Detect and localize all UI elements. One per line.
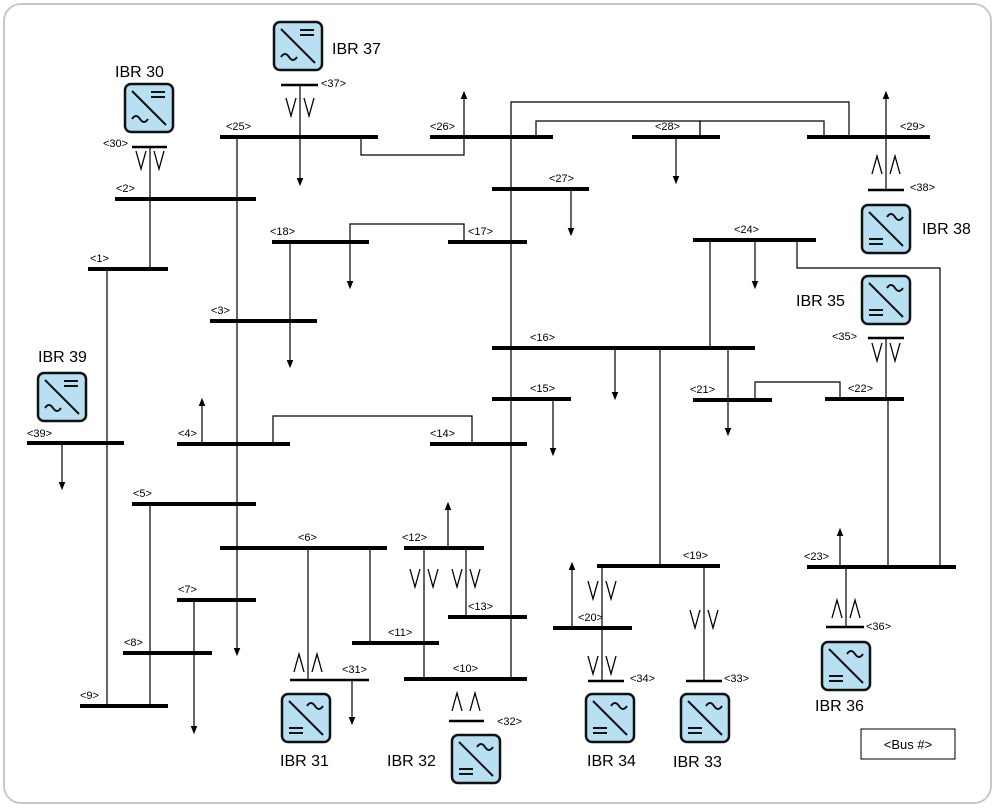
bus-label-34: <34> (630, 673, 655, 685)
transformer-icon (451, 692, 481, 712)
bus-label-16: <16> (530, 332, 555, 344)
bus-label-37: <37> (321, 78, 346, 90)
bus-label-15: <15> (530, 383, 555, 395)
bus-label-31: <31> (342, 664, 367, 676)
bus-label-12: <12> (402, 532, 427, 544)
ibr-35-icon (860, 274, 912, 326)
ibr-39-icon (36, 371, 88, 423)
bus-label-32: <32> (497, 716, 522, 728)
bus-label-4: <4> (178, 428, 197, 440)
legend-box (860, 728, 956, 760)
bus-label-26: <26> (430, 121, 455, 133)
bus-label-23: <23> (804, 551, 829, 563)
ibr-label-39: IBR 39 (38, 349, 87, 366)
bus-label-27: <27> (549, 173, 574, 185)
bus-label-9: <9> (80, 690, 99, 702)
ibr-label-33: IBR 33 (673, 754, 722, 771)
ibr-label-35: IBR 35 (796, 293, 845, 310)
bus-label-1: <1> (90, 253, 109, 265)
bus-label-35: <35> (832, 331, 857, 343)
bus-label-21: <21> (690, 384, 715, 396)
bus-label-28: <28> (655, 121, 680, 133)
bus-label-17: <17> (468, 226, 493, 238)
ibr-label-36: IBR 36 (815, 698, 864, 715)
ibr-label-34: IBR 34 (587, 753, 636, 770)
bus-label-39: <39> (27, 428, 52, 440)
bus-label-24: <24> (734, 224, 759, 236)
bus-label-19: <19> (683, 550, 708, 562)
ibr-36-icon (820, 640, 872, 692)
bus-label-14: <14> (430, 428, 455, 440)
legend-label: <Bus #> (884, 737, 932, 752)
bus-label-13: <13> (468, 601, 493, 613)
ibr-33-icon (679, 692, 731, 744)
bus-label-18: <18> (270, 226, 295, 238)
ibr-label-37: IBR 37 (332, 41, 381, 58)
bus-label-7: <7> (178, 584, 197, 596)
ibr-31-icon (280, 692, 332, 744)
bus-label-30: <30> (103, 138, 128, 150)
ibr-labels: IBR 30 IBR 37 IBR 38 IBR 35 IBR 39 IBR 3… (38, 41, 971, 771)
bus-label-38: <38> (910, 182, 935, 194)
ibr-37-icon (272, 20, 324, 72)
bus-label-8: <8> (124, 637, 143, 649)
bus-bars (27, 135, 956, 708)
bus-label-29: <29> (900, 121, 925, 133)
bus-label-11: <11> (388, 627, 412, 639)
bus-label-2: <2> (116, 183, 135, 195)
ibr-label-30: IBR 30 (115, 64, 164, 81)
bus-labels: <1> <2> <3> <4> <5> <6> <7> <8> <9> <10>… (27, 78, 935, 728)
ibr-34-icon (584, 692, 636, 744)
ibr-terminal-buses (132, 83, 904, 723)
bus-label-10: <10> (453, 663, 478, 675)
bus-label-36: <36> (866, 621, 891, 633)
load-arrows (58, 90, 890, 735)
ibr-label-31: IBR 31 (280, 753, 329, 770)
bus-label-33: <33> (724, 673, 749, 685)
bus-label-6: <6> (298, 532, 317, 544)
ibr-32-icon (450, 733, 502, 785)
ibr-38-icon (860, 203, 912, 255)
bus-label-20: <20> (578, 612, 603, 624)
transmission-lines (106, 85, 941, 706)
legend: <Bus #> (860, 728, 956, 760)
bus-label-5: <5> (133, 488, 152, 500)
bus-label-3: <3> (211, 305, 230, 317)
bus-label-25: <25> (226, 121, 251, 133)
ibr-label-38: IBR 38 (922, 221, 971, 238)
ibr-label-32: IBR 32 (387, 753, 436, 770)
bus-label-22: <22> (848, 383, 873, 395)
ibr-30-icon (123, 82, 175, 134)
